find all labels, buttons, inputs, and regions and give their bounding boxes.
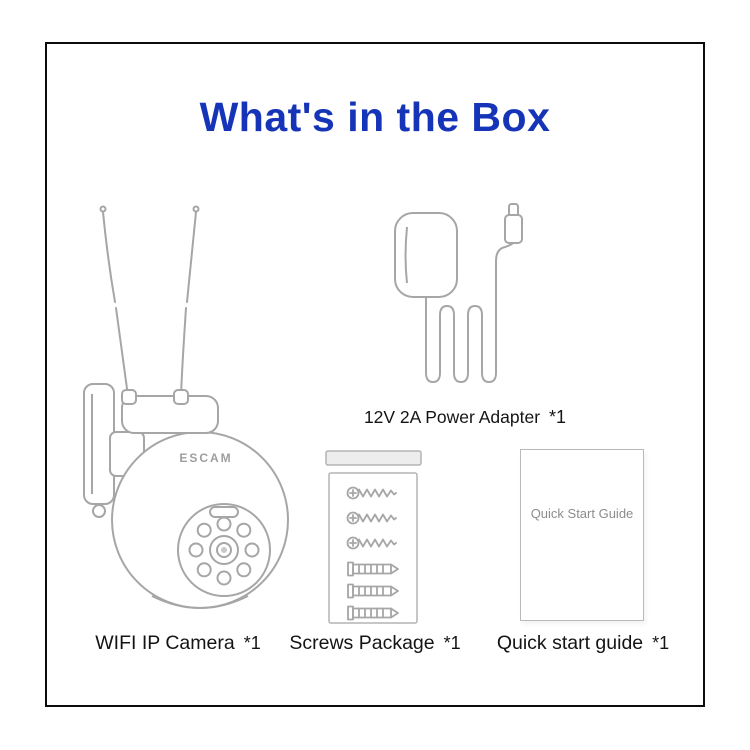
lens-pupil xyxy=(221,547,227,553)
camera-label-row: WIFI IP Camera *1 xyxy=(58,632,298,655)
page-title: What's in the Box xyxy=(199,94,551,140)
camera-lens xyxy=(177,503,271,597)
power-adapter-illustration xyxy=(394,203,523,384)
adapter-cable xyxy=(425,242,514,384)
adapter-body xyxy=(394,212,458,298)
camera-illustration: ESCAM xyxy=(83,205,289,609)
camera-qty: *1 xyxy=(243,633,261,653)
screws-label-row: Screws Package *1 xyxy=(275,632,475,655)
camera-brand-text: ESCAM xyxy=(179,451,232,465)
dc-plug-icon xyxy=(504,203,523,244)
screws-label: Screws Package xyxy=(289,632,435,654)
blister-card-top xyxy=(325,450,422,466)
guide-cover-title: Quick Start Guide xyxy=(530,506,634,521)
antenna-right-icon xyxy=(180,205,200,397)
camera-label: WIFI IP Camera xyxy=(95,632,235,654)
led-ring xyxy=(188,516,260,586)
antenna-mount-housing xyxy=(121,395,219,434)
guide-qty: *1 xyxy=(652,633,670,653)
adapter-qty: *1 xyxy=(549,407,567,427)
screws-box xyxy=(328,472,418,624)
lens-inner xyxy=(216,542,232,558)
lens-outer xyxy=(209,535,239,565)
guide-label-row: Quick start guide *1 xyxy=(478,632,688,655)
dome-base-arc xyxy=(151,595,249,609)
screws-package-illustration xyxy=(325,450,422,624)
adapter-label-row: 12V 2A Power Adapter *1 xyxy=(353,407,577,428)
antenna-left-icon xyxy=(99,205,129,397)
adapter-label: 12V 2A Power Adapter xyxy=(363,407,541,427)
guide-label: Quick start guide xyxy=(496,632,644,654)
quick-start-guide-illustration: Quick Start Guide xyxy=(520,449,644,621)
screws-qty: *1 xyxy=(443,633,461,653)
